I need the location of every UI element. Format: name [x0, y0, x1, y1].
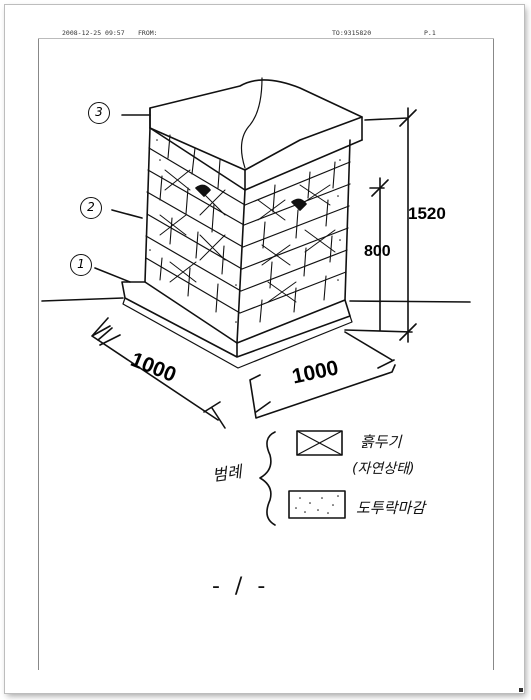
legend-box-plaster — [288, 490, 346, 519]
callout-2: 2 — [80, 197, 102, 219]
fax-datetime: 2008-12-25 09:57 — [62, 29, 125, 37]
fax-to: TO:9315820 — [332, 29, 372, 37]
legend-item-stone-sublabel: (자연상태) — [352, 461, 415, 477]
legend-title: 범례 — [211, 462, 243, 485]
lamp-icon — [195, 184, 307, 211]
legend-item-plaster-label: 도투락마감 — [356, 499, 426, 517]
legend-item-stone-label: 흙두기 — [360, 433, 402, 451]
page-number: - / - — [212, 574, 270, 599]
legend-box-stone — [296, 430, 343, 456]
fax-page: P.1 — [424, 29, 436, 37]
pillar-body — [144, 127, 351, 344]
corner-mark — [519, 688, 523, 692]
crop-line-left — [38, 38, 39, 670]
pillar-base — [121, 281, 351, 358]
crop-line-top — [38, 38, 494, 39]
ground-line — [41, 297, 471, 303]
callout-3: 3 — [88, 102, 110, 124]
pillar-cap — [149, 79, 363, 171]
fax-from: FROM: — [138, 29, 158, 37]
dimension-height-total: 1520 — [408, 204, 446, 223]
crop-line-right — [493, 38, 494, 670]
callout-1: 1 — [70, 254, 92, 276]
dimension-height-partial: 800 — [364, 243, 391, 260]
fax-header: 2008-12-25 09:57 FROM: TO:9315820 P.1 — [0, 29, 531, 41]
